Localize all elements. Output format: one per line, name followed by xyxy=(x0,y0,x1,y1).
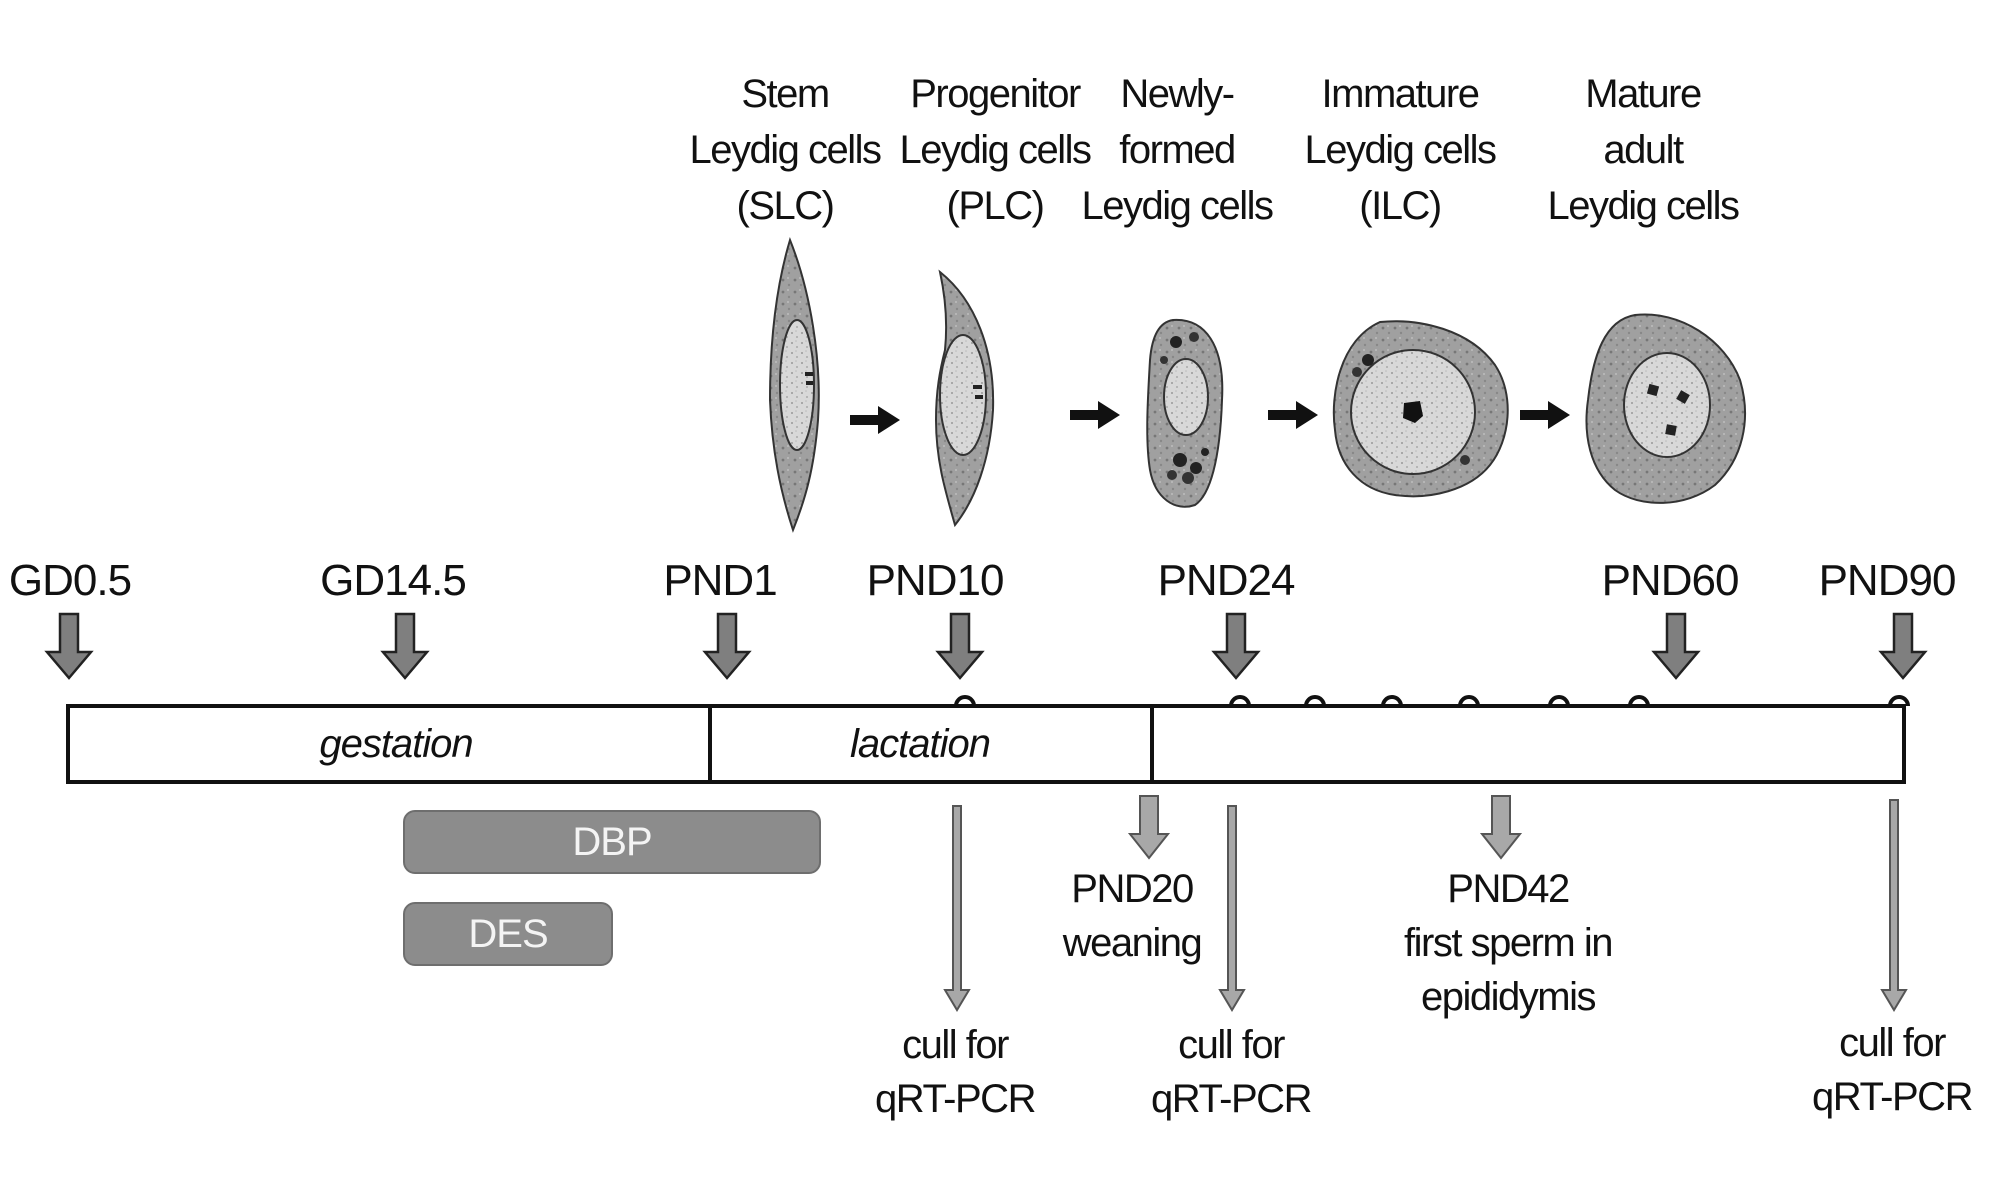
timepoint-label-gd14-5: GD14.5 xyxy=(320,556,467,605)
sample-marker xyxy=(1628,695,1650,707)
timepoint-arrow-gd0-5 xyxy=(44,612,94,680)
timepoint-arrow-pnd90 xyxy=(1878,612,1928,680)
progenitor-leydig-cell-icon xyxy=(934,269,995,528)
timepoint-arrow-pnd10 xyxy=(935,612,985,680)
timepoint-label-gd0-5: GD0.5 xyxy=(8,556,132,605)
phase-label-lactation: lactation xyxy=(850,722,991,766)
timepoint-label-pnd60: PND60 xyxy=(1601,556,1740,605)
treatment-bar-des: DES xyxy=(403,902,613,966)
mature-adult-leydig-cell-icon xyxy=(1585,313,1747,504)
sample-marker xyxy=(1888,695,1910,707)
timepoint-label-pnd24: PND24 xyxy=(1157,556,1296,605)
timepoint-arrow-pnd60 xyxy=(1651,612,1701,680)
stem-leydig-cell-icon xyxy=(768,236,820,533)
timepoint-arrow-pnd24 xyxy=(1211,612,1261,680)
event-arrow-pnd20 xyxy=(1127,795,1171,860)
sample-marker xyxy=(1304,695,1326,707)
phase-label-gestation: gestation xyxy=(319,722,473,766)
transition-arrow-1 xyxy=(850,406,900,434)
sample-marker xyxy=(1458,695,1480,707)
treatment-bar-dbp: DBP xyxy=(403,810,821,874)
timepoint-label-pnd90: PND90 xyxy=(1818,556,1957,605)
transition-arrow-4 xyxy=(1520,401,1570,429)
transition-arrow-2 xyxy=(1070,401,1120,429)
newly-formed-leydig-cell-icon xyxy=(1146,318,1224,508)
timepoint-label-pnd1: PND1 xyxy=(663,556,777,605)
sample-marker xyxy=(1381,695,1403,707)
cull-arrow-pnd90 xyxy=(1880,799,1908,1012)
sample-marker xyxy=(1548,695,1570,707)
sample-marker xyxy=(954,695,976,707)
cull-arrow-pnd24 xyxy=(1218,805,1246,1012)
event-arrow-pnd42 xyxy=(1479,795,1523,860)
timepoint-arrow-pnd1 xyxy=(702,612,752,680)
immature-leydig-cell-icon xyxy=(1332,320,1509,498)
timeline-bar xyxy=(66,704,1906,784)
timepoint-label-pnd10: PND10 xyxy=(866,556,1005,605)
timepoint-arrow-gd14-5 xyxy=(380,612,430,680)
sample-marker xyxy=(1229,695,1251,707)
transition-arrow-3 xyxy=(1268,401,1318,429)
cull-arrow-pnd10 xyxy=(943,805,971,1012)
